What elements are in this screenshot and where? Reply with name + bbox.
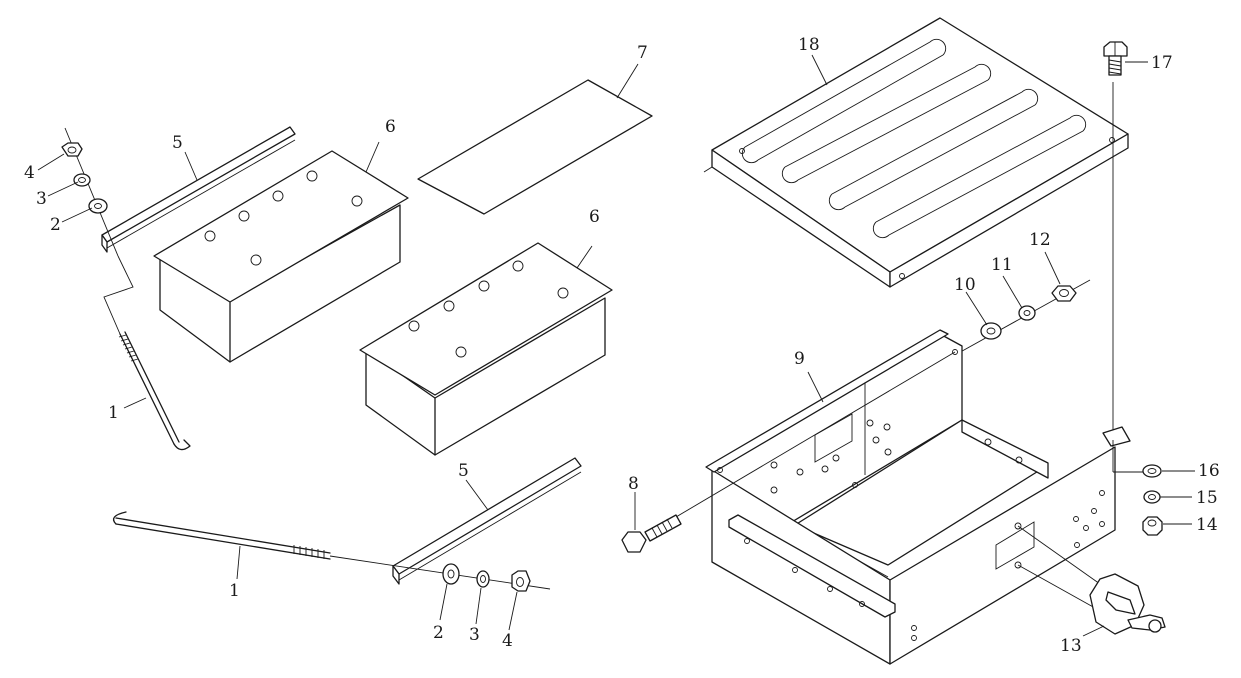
battery-6-upper	[153, 150, 409, 363]
label-part-13: 13	[1060, 636, 1082, 656]
label-part-2-lower: 2	[433, 623, 444, 643]
cover-plate-18	[703, 17, 1129, 288]
label-part-3-upper: 3	[36, 189, 47, 209]
clamp-bar-5-upper	[101, 126, 296, 253]
master-switch-13	[1017, 525, 1166, 635]
label-part-4-lower: 4	[502, 631, 513, 651]
label-part-5-upper: 5	[172, 133, 183, 153]
fasteners-right	[954, 279, 1091, 356]
part-labels: 4 3 2 5 6 6 7 18 17 10 11 12 9 8 5 1 1 2…	[24, 35, 1220, 656]
label-part-6-lower: 6	[589, 207, 600, 227]
label-part-2-upper: 2	[50, 215, 61, 235]
label-part-12: 12	[1029, 230, 1051, 250]
battery-box-9	[705, 329, 1131, 665]
label-part-1-upper: 1	[108, 403, 119, 423]
label-part-15: 15	[1196, 488, 1218, 508]
label-part-8: 8	[628, 474, 639, 494]
rubber-pad-7	[417, 79, 653, 215]
bolt-17	[1103, 41, 1128, 440]
label-part-11: 11	[991, 255, 1013, 275]
fasteners-bottom-right	[1112, 440, 1163, 536]
label-part-10: 10	[954, 275, 976, 295]
label-part-3-lower: 3	[469, 625, 480, 645]
label-part-17: 17	[1151, 53, 1173, 73]
label-part-14: 14	[1196, 515, 1218, 535]
bolt-8	[621, 351, 956, 553]
label-part-5-lower: 5	[458, 461, 469, 481]
leader-lines	[37, 54, 1195, 637]
j-bolt-1-upper	[103, 255, 191, 451]
label-part-16: 16	[1198, 461, 1220, 481]
clamp-bar-5-lower	[392, 457, 582, 585]
label-part-1-lower: 1	[229, 581, 240, 601]
label-part-9: 9	[794, 349, 805, 369]
label-part-6-upper: 6	[385, 117, 396, 137]
battery-6-lower	[359, 242, 613, 456]
label-part-7: 7	[637, 43, 648, 63]
fasteners-upper	[61, 127, 119, 257]
label-part-4-upper: 4	[24, 163, 35, 183]
fasteners-lower	[442, 563, 531, 592]
label-part-18: 18	[798, 35, 820, 55]
